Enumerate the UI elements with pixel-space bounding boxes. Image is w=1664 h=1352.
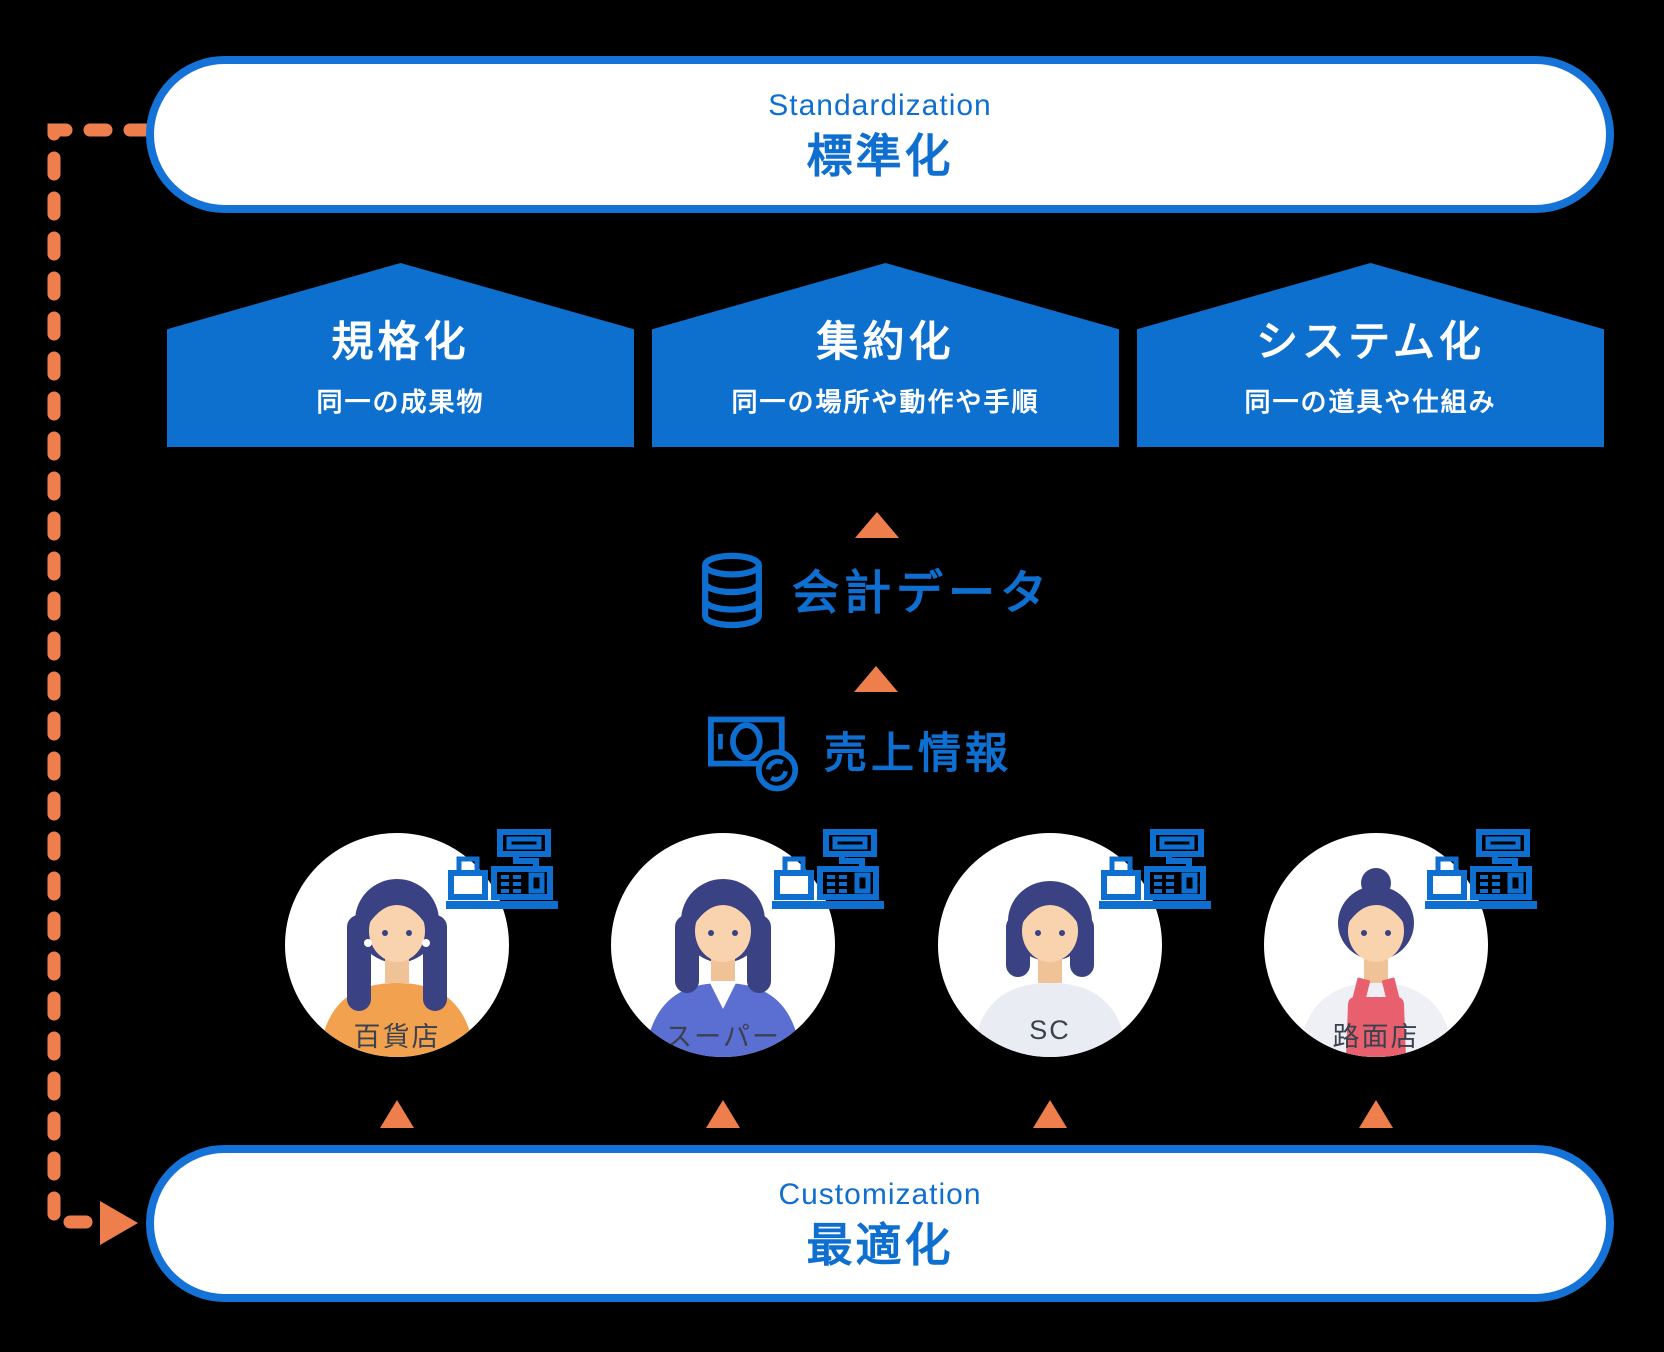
cash-register-icon [1099,829,1211,909]
store-label: 路面店 [1332,1022,1420,1052]
pillar-subtitle: 同一の場所や動作や手順 [731,387,1040,417]
customization-title-en: Customization [778,1177,982,1211]
customization-title-ja: 最適化 [806,1218,954,1271]
up-arrow-icon [380,1100,414,1128]
up-arrow-icon [1359,1100,1393,1128]
sales-info-row: 売上情報 [708,716,1012,792]
standardization-banner: Standardization 標準化 [146,56,1614,213]
up-arrow-icon [855,512,899,538]
up-arrow-icon [706,1100,740,1128]
customization-banner: Customization 最適化 [146,1145,1614,1302]
arrow-head-icon [100,1201,138,1245]
avatar-street-shop-clerk [1298,868,1454,1057]
avatar-department-clerk [319,879,475,1057]
pillar-title: 集約化 [816,318,955,365]
pillar-title: 規格化 [331,318,470,365]
avatar-supermarket-clerk [645,879,801,1057]
pillar-title: システム化 [1256,318,1485,365]
sales-info-label: 売上情報 [824,729,1012,778]
database-icon [702,552,762,629]
cash-register-icon [1425,829,1537,909]
cash-register-icon [446,829,558,909]
standardization-title-en: Standardization [768,88,992,122]
accounting-data-label: 会計データ [792,565,1052,619]
money-icon [708,716,799,792]
standardization-title-ja: 標準化 [806,129,954,182]
avatar-sc-clerk [972,881,1128,1057]
store-street-shop: 路面店 [1264,833,1488,1057]
pillar-subtitle: 同一の成果物 [316,387,485,417]
up-arrow-icon [854,666,898,692]
accounting-data-row: 会計データ [700,552,1052,632]
store-label: SC [1029,1015,1071,1045]
store-label: 百貨店 [353,1022,441,1052]
pillar-subtitle: 同一の道具や仕組み [1244,387,1497,417]
cash-register-icon [772,829,884,909]
up-arrow-icon [1033,1100,1067,1128]
store-label: スーパー [665,1022,781,1052]
